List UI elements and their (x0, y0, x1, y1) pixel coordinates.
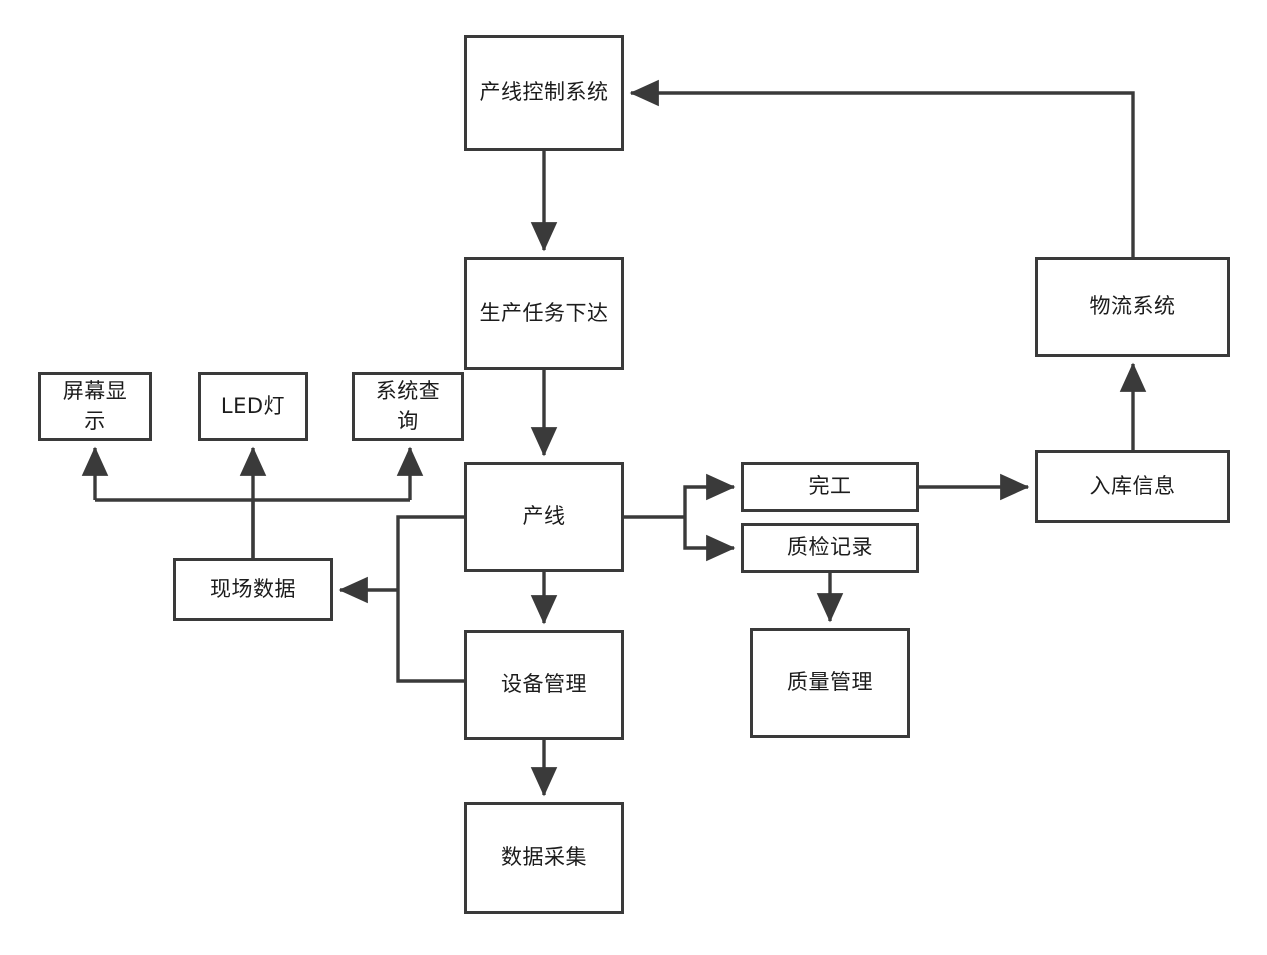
node-led-light[interactable]: LED灯 (198, 372, 308, 441)
node-production-line[interactable]: 产线 (464, 462, 624, 572)
node-inbound-info[interactable]: 入库信息 (1035, 450, 1230, 523)
node-label: 质检记录 (787, 535, 873, 560)
node-label: 质量管理 (787, 670, 873, 695)
node-system-query[interactable]: 系统查 询 (352, 372, 464, 441)
node-equipment-mgmt[interactable]: 设备管理 (464, 630, 624, 740)
node-label: 系统查 询 (375, 378, 441, 433)
edge-logistics-system-to-control-system (629, 79, 1135, 257)
node-label: 生产任务下达 (479, 300, 609, 325)
node-label: 入库信息 (1089, 473, 1176, 498)
node-label: 完工 (808, 474, 852, 499)
node-label: 设备管理 (501, 672, 587, 697)
edge-split-to-completion (683, 473, 736, 517)
node-label: 产线 (522, 504, 566, 529)
edge-split-to-qc-record (683, 517, 736, 562)
edge-production-line-to-field-data-bus (396, 515, 464, 683)
node-label: 产线控制系统 (479, 80, 609, 105)
node-screen-display[interactable]: 屏幕显 示 (38, 372, 152, 441)
node-quality-mgmt[interactable]: 质量管理 (750, 628, 910, 738)
node-data-collection[interactable]: 数据采集 (464, 802, 624, 914)
node-label: 现场数据 (210, 576, 296, 601)
node-label: 物流系统 (1089, 294, 1176, 319)
node-control-system[interactable]: 产线控制系统 (464, 35, 624, 151)
node-qc-record[interactable]: 质检记录 (741, 523, 919, 573)
node-label: 屏幕显 示 (62, 378, 128, 433)
node-completion[interactable]: 完工 (741, 462, 919, 512)
node-label: 数据采集 (501, 845, 587, 870)
node-label: LED灯 (220, 393, 286, 418)
node-field-data[interactable]: 现场数据 (173, 558, 333, 621)
node-task-dispatch[interactable]: 生产任务下达 (464, 257, 624, 370)
node-logistics-system[interactable]: 物流系统 (1035, 257, 1230, 357)
